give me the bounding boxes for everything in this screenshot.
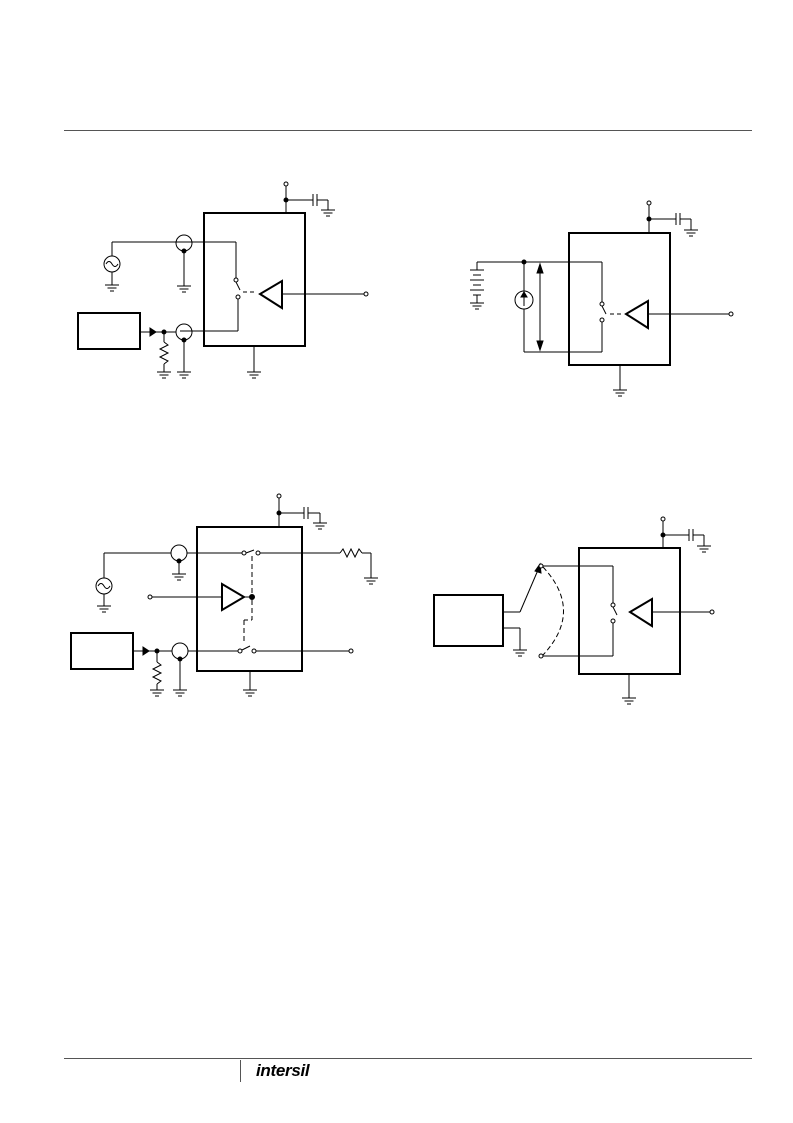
logic-buffer-icon: [628, 597, 653, 628]
ic-box: [568, 232, 671, 366]
capacitance-meter-box: [433, 594, 504, 647]
logic-buffer-icon: [624, 299, 649, 330]
footer-divider: [240, 1060, 241, 1082]
header-rule: [64, 130, 752, 131]
logic-buffer-icon: [258, 279, 283, 310]
footer-rule: [64, 1058, 752, 1059]
ic-box: [203, 212, 306, 347]
leakage-current-test-circuit: [470, 200, 734, 397]
pulse-generator-box: [77, 312, 141, 350]
crosstalk-test-circuit: [70, 493, 378, 697]
pulse-generator-box: [70, 632, 134, 670]
charge-injection-test-circuit: [77, 181, 369, 379]
ic-box: [578, 547, 681, 675]
capacitance-test-circuit: [433, 516, 715, 705]
logic-buffer-icon: [221, 582, 246, 612]
ic-box: [196, 526, 303, 672]
logo-text: intersil: [256, 1061, 310, 1080]
